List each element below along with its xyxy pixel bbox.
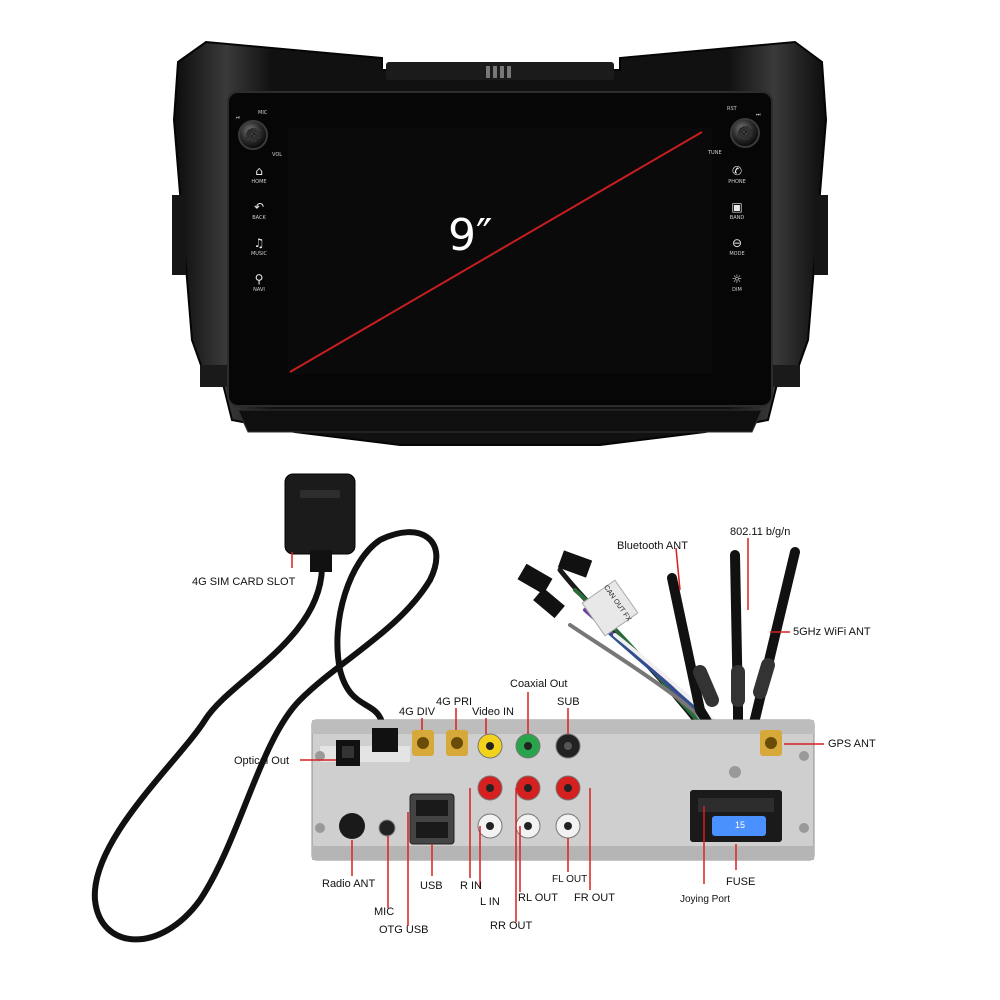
sim-module — [284, 473, 356, 555]
screen-size-label: 9″ — [448, 210, 493, 261]
sim-slot-label: 4G SIM CARD SLOT — [192, 576, 296, 588]
music-label: MUSIC — [250, 251, 268, 257]
callout-lines — [291, 538, 824, 926]
volume-knob[interactable] — [238, 120, 268, 150]
navi-button[interactable]: ⚲ NAVI — [244, 272, 274, 294]
back-icon: ↶ — [253, 200, 265, 214]
rr-out-label: RR OUT — [490, 920, 533, 932]
play-pause-icon: ⏯ — [236, 115, 241, 121]
harness-plug — [517, 563, 553, 595]
radio-ant-port — [339, 813, 365, 839]
4g-div-label: 4G DIV — [399, 706, 436, 718]
rl-out-label: RL OUT — [518, 892, 558, 904]
mic-label: MIC — [374, 906, 395, 918]
mode-button[interactable]: ⊖ MODE — [722, 236, 752, 258]
music-button[interactable]: ♫ MUSIC — [244, 236, 274, 258]
music-icon: ♫ — [253, 236, 265, 250]
back-button[interactable]: ↶ BACK — [244, 200, 274, 222]
screen-diagonal-line — [289, 131, 703, 373]
dim-button[interactable]: ☼ DIM — [722, 272, 752, 294]
navi-icon: ⚲ — [254, 272, 264, 286]
phone-label: PHONE — [728, 179, 746, 185]
next-track-icon: ⏭ — [756, 112, 761, 118]
fuse-value: 15 — [735, 820, 746, 830]
joying-port-label: Joying Port — [680, 894, 731, 905]
knob-mic-label: MIC — [258, 110, 268, 116]
dim-label: DIM — [732, 287, 742, 293]
knob-tune-label: TUNE — [708, 150, 722, 156]
home-button[interactable]: ⌂ HOME — [244, 164, 274, 186]
fl-out-label: FL OUT — [552, 874, 588, 885]
connection-diagram — [91, 473, 824, 943]
mode-icon: ⊖ — [731, 236, 743, 250]
video-in-label: Video IN — [472, 706, 514, 718]
mic-jack — [378, 819, 396, 837]
tune-knob[interactable] — [730, 118, 760, 148]
knob-vol-label: VOL — [272, 152, 283, 158]
coaxial-out-label: Coaxial Out — [510, 678, 568, 690]
radio-ant-label: Radio ANT — [322, 878, 376, 890]
r-in-label: R IN — [460, 880, 482, 892]
bluetooth-ant-label: Bluetooth ANT — [617, 540, 688, 552]
sim-cable-connector — [372, 728, 398, 752]
wifi-80211-label: 802.11 b/g/n — [730, 526, 791, 538]
l-in-label: L IN — [480, 896, 500, 908]
head-unit: 9″ MIC ⏯ VOL ⌂ HOME ↶ BACK ♫ MUSIC ⚲ NAV… — [0, 0, 1000, 460]
harness-tag — [581, 579, 639, 637]
back-label: BACK — [252, 215, 266, 221]
knob-rst-label: RST — [727, 106, 737, 112]
sim-cable — [91, 529, 440, 943]
band-label: BAND — [729, 215, 745, 221]
gps-ant-label: GPS ANT — [828, 738, 876, 750]
home-icon: ⌂ — [255, 164, 263, 178]
harness-plug — [533, 587, 565, 619]
sub-label: SUB — [557, 696, 580, 708]
mode-label: MODE — [729, 251, 745, 257]
dim-icon: ☼ — [731, 272, 743, 286]
band-button[interactable]: ▣ BAND — [722, 200, 752, 222]
fuse-label: FUSE — [726, 876, 756, 888]
fr-out-label: FR OUT — [574, 892, 615, 904]
harness-plug — [557, 550, 593, 578]
usb-label: USB — [420, 880, 443, 892]
head-unit-frame — [172, 40, 828, 446]
wifi-5ghz-label: 5GHz WiFi ANT — [793, 626, 871, 638]
phone-icon: ✆ — [731, 164, 743, 178]
phone-button[interactable]: ✆ PHONE — [722, 164, 752, 186]
band-icon: ▣ — [731, 200, 743, 214]
optical-out-label: Optical Out — [234, 755, 290, 767]
fuse-holder — [712, 816, 766, 836]
otg-usb-label: OTG USB — [379, 924, 429, 936]
navi-label: NAVI — [253, 287, 265, 293]
4g-pri-label: 4G PRI — [436, 696, 473, 708]
home-label: HOME — [251, 179, 267, 185]
